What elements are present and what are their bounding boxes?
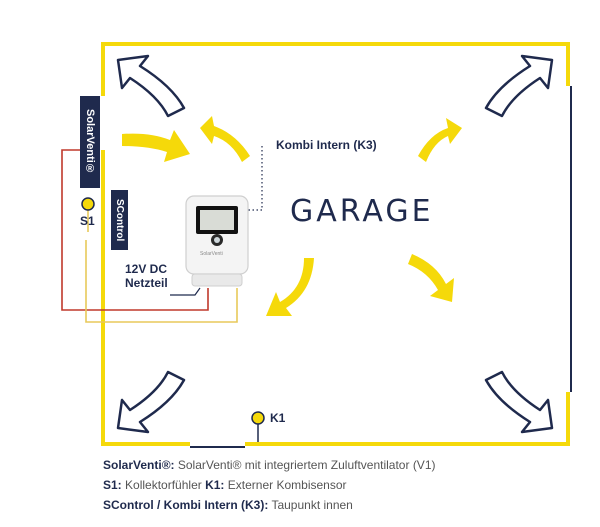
kombi-intern-label: Kombi Intern (K3) [276, 138, 377, 152]
sensor-s1-dot [81, 197, 95, 211]
scontrol-label: SControl [111, 190, 128, 250]
psu-leader-line [170, 287, 201, 296]
corner-arrows [116, 54, 554, 434]
airflow-arrow-lower-right [408, 254, 454, 302]
airflow-arrow-inlet [122, 130, 190, 162]
airflow-arrow-lower-left [266, 258, 314, 316]
wire-yellow-1 [85, 240, 238, 323]
corner-arrow-top-right [484, 54, 554, 118]
legend-line-3: SControl / Kombi Intern (K3): Taupunkt i… [103, 498, 353, 512]
power-supply-line1: 12V DC [125, 262, 168, 276]
legend-text-scontrol: Taupunkt innen [271, 498, 353, 512]
garage-walls [101, 42, 570, 446]
kombi-leader-line [246, 146, 263, 211]
sensor-k1-dot [251, 411, 265, 425]
legend-text-solarventi: SolarVenti® mit integriertem Zuluftventi… [177, 458, 436, 472]
k1-label: K1 [270, 411, 286, 425]
wire-red [61, 149, 209, 311]
legend-line-2: S1: Kollektorfühler K1: Externer Kombise… [103, 478, 347, 492]
scontrol-label-text: SControl [114, 198, 125, 242]
legend-text-s1: Kollektorfühler [125, 478, 202, 492]
airflow-arrow-upper-left [200, 116, 250, 162]
room-label: GARAGE [290, 194, 434, 229]
power-supply-label: 12V DC Netzteil [125, 262, 168, 290]
corner-arrow-top-left [116, 54, 186, 118]
solarventi-label: SolarVenti® [80, 96, 100, 188]
controller-brand: SolarVenti [200, 251, 223, 257]
airflow-arrows [122, 116, 462, 316]
legend-text-k1: Externer Kombisensor [227, 478, 347, 492]
controller-device [185, 195, 249, 287]
corner-arrow-bottom-left [116, 370, 186, 434]
airflow-arrow-upper-right [418, 118, 462, 162]
legend-key-s1: S1: [103, 478, 122, 492]
power-supply-line2: Netzteil [125, 276, 168, 290]
corner-arrow-bottom-right [484, 370, 554, 434]
s1-label: S1 [80, 214, 95, 228]
legend-key-scontrol: SControl / Kombi Intern (K3): [103, 498, 269, 512]
solarventi-label-text: SolarVenti® [84, 109, 96, 175]
legend-line-1: SolarVenti®: SolarVenti® mit integrierte… [103, 458, 435, 472]
legend-key-k1: K1: [205, 478, 225, 492]
legend-key-solarventi: SolarVenti®: [103, 458, 175, 472]
